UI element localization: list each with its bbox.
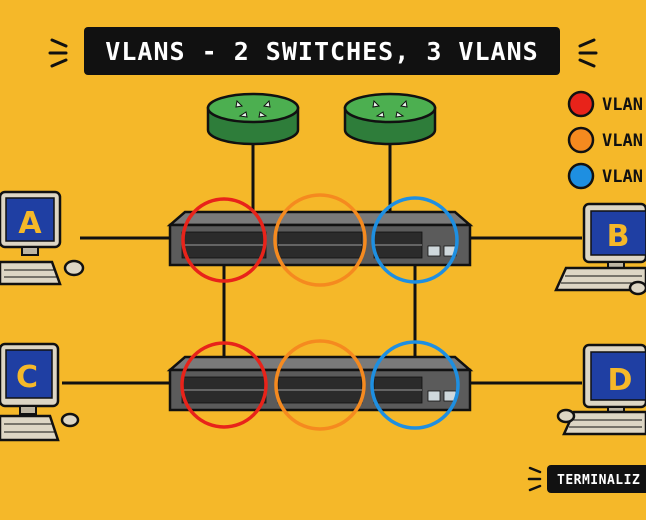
title-box <box>84 27 560 75</box>
switch-2 <box>166 339 474 431</box>
router-arrows-icon <box>235 99 271 118</box>
host-b: B <box>554 202 646 296</box>
keyboard-icon <box>0 414 60 442</box>
mouse-icon <box>556 408 576 424</box>
legend: VLAN VLAN VLAN <box>567 90 643 190</box>
router-arrows-icon <box>372 99 408 118</box>
brand-label: TERMINALIZ <box>557 473 640 488</box>
mouse-icon <box>60 412 80 428</box>
brand-badge: TERMINALIZ <box>527 465 646 493</box>
host-c: C <box>0 342 80 442</box>
brand-sparkle <box>527 466 542 492</box>
mouse-icon <box>628 280 646 296</box>
legend-label-2: VLAN <box>602 131 643 151</box>
page-title: VLANS - 2 SWITCHES, 3 VLANS <box>105 37 538 66</box>
mouse-icon <box>63 259 85 277</box>
vlan-blue-zone-switch-2 <box>370 340 460 430</box>
legend-item-1: VLAN <box>567 90 643 118</box>
keyboard-icon <box>554 266 646 292</box>
host-d: D <box>556 343 646 436</box>
title-sparkle-right <box>578 38 598 68</box>
vlan-red-zone-switch-1 <box>181 197 267 283</box>
host-label-c: C <box>16 360 38 395</box>
vlan-blue-zone-switch-1 <box>371 196 459 284</box>
host-label-a: A <box>18 206 42 241</box>
host-a: A <box>0 190 85 286</box>
vlan-orange-zone-switch-2 <box>274 339 366 431</box>
legend-label-3: VLAN <box>602 167 643 187</box>
title-banner: VLANS - 2 SWITCHES, 3 VLANS <box>48 27 598 75</box>
legend-swatch-blue <box>567 162 595 190</box>
host-label-b: B <box>607 219 630 254</box>
title-sparkle-left <box>48 38 68 68</box>
router-1 <box>206 92 300 146</box>
host-label-d: D <box>608 363 633 398</box>
legend-swatch-orange <box>567 126 595 154</box>
vlan-orange-zone-switch-1 <box>273 193 367 287</box>
legend-swatch-red <box>567 90 595 118</box>
brand-box <box>547 465 646 493</box>
keyboard-icon <box>0 260 62 286</box>
legend-item-3: VLAN <box>567 162 643 190</box>
router-2 <box>343 92 437 146</box>
switch-1 <box>166 193 474 287</box>
vlan-red-zone-switch-2 <box>180 341 268 429</box>
legend-label-1: VLAN <box>602 95 643 115</box>
keyboard-icon <box>562 410 646 436</box>
legend-item-2: VLAN <box>567 126 643 154</box>
